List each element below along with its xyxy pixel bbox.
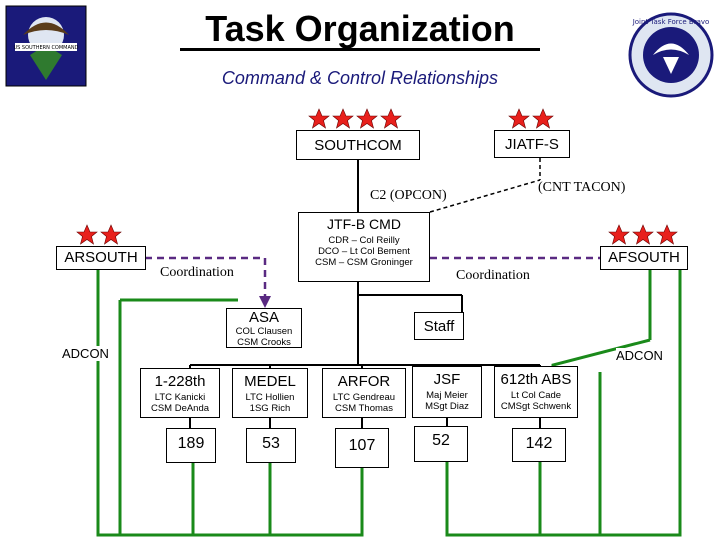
southcom-label: SOUTHCOM [314, 137, 402, 154]
staff-label: Staff [423, 318, 455, 335]
cnt-line-h [429, 179, 541, 213]
arsouth-stars-icon [76, 224, 122, 245]
personnel-count-box: 52 [414, 426, 468, 462]
asa-box: ASA COL Clausen CSM Crooks [226, 308, 302, 348]
unit-line2: 1SG Rich [249, 403, 291, 414]
jtfb-box: JTF-B CMD CDR – Col Reilly DCO – Lt Col … [298, 212, 430, 282]
unit-box: 612th ABS Lt Col Cade CMSgt Schwenk [494, 366, 578, 418]
adcon-left-label: ADCON [62, 346, 109, 361]
unit-line2: MSgt Diaz [425, 401, 469, 412]
southcom-seal-logo: US SOUTHERN COMMAND [5, 5, 87, 87]
jiatf-stars-icon [508, 108, 554, 129]
unit-box: ARFOR LTC Gendreau CSM Thomas [322, 368, 406, 418]
coordination-right-label: Coordination [456, 268, 530, 283]
unit-name: ARFOR [337, 373, 391, 390]
personnel-count-box: 53 [246, 428, 296, 463]
subtitle: Command & Control Relationships [221, 68, 499, 88]
svg-text:US SOUTHERN COMMAND: US SOUTHERN COMMAND [13, 45, 78, 51]
jiatf-box: JIATF-S [494, 130, 570, 158]
arsouth-label: ARSOUTH [64, 249, 138, 266]
unit-line2: CMSgt Schwenk [500, 401, 572, 412]
unit-name: MEDEL [244, 373, 296, 390]
page-title-text: Task Organization [205, 8, 515, 49]
unit-line2: CSM Thomas [335, 403, 393, 414]
svg-text:Joint Task Force Bravo: Joint Task Force Bravo [632, 18, 710, 26]
unit-name: JSF [433, 371, 461, 388]
jtfb-line1: CDR – Col Reilly [328, 235, 400, 246]
unit-box: JSF Maj Meier MSgt Diaz [412, 366, 482, 418]
unit-line1: LTC Hollien [245, 392, 295, 403]
adcon-right-label: ADCON [616, 348, 663, 363]
adcon-left-line [96, 268, 195, 537]
jtfb-seal-logo: Joint Task Force Bravo [628, 12, 714, 98]
afsouth-stars-icon [608, 224, 678, 245]
asa-line1: COL Clausen [235, 326, 293, 337]
unit-line1: LTC Gendreau [332, 392, 396, 403]
unit-name: 1-228th [154, 373, 206, 390]
c2-opcon-label: C2 (OPCON) [370, 188, 447, 203]
unit-name: 612th ABS [500, 371, 572, 388]
personnel-count: 189 [177, 435, 205, 452]
unit-line1: Lt Col Cade [510, 390, 562, 401]
arsouth-box: ARSOUTH [56, 246, 146, 270]
personnel-count: 53 [262, 435, 280, 452]
jtfb-title: JTF-B CMD [327, 216, 401, 232]
cnt-tacon-label: (CNT TACON) [538, 180, 626, 195]
jtfb-line2: DCO – Lt Col Bement [318, 246, 410, 257]
jiatf-label: JIATF-S [505, 136, 559, 153]
afsouth-box: AFSOUTH [600, 246, 688, 270]
asa-title: ASA [248, 309, 279, 326]
unit-line1: Maj Meier [426, 390, 468, 401]
jtfb-line3: CSM – CSM Groninger [315, 257, 413, 268]
asa-line2: CSM Crooks [237, 337, 291, 348]
southcom-box: SOUTHCOM [296, 130, 420, 160]
personnel-count-box: 189 [166, 428, 216, 463]
staff-box: Staff [414, 312, 464, 340]
unit-line1: LTC Kanicki [154, 392, 206, 403]
unit-line2: CSM DeAnda [150, 403, 210, 414]
coord-left-line [145, 256, 267, 300]
southcom-stars-icon [308, 108, 402, 129]
unit-box: 1-228th LTC Kanicki CSM DeAnda [140, 368, 220, 418]
personnel-count-box: 142 [512, 428, 566, 462]
afsouth-label: AFSOUTH [608, 249, 680, 266]
personnel-count: 52 [432, 432, 450, 449]
personnel-count: 142 [525, 435, 553, 452]
coordination-left-label: Coordination [160, 265, 234, 280]
personnel-count-box: 107 [335, 428, 389, 468]
unit-box: MEDEL LTC Hollien 1SG Rich [232, 368, 308, 418]
page-title: Task Organization [160, 8, 560, 51]
personnel-count: 107 [348, 437, 376, 454]
